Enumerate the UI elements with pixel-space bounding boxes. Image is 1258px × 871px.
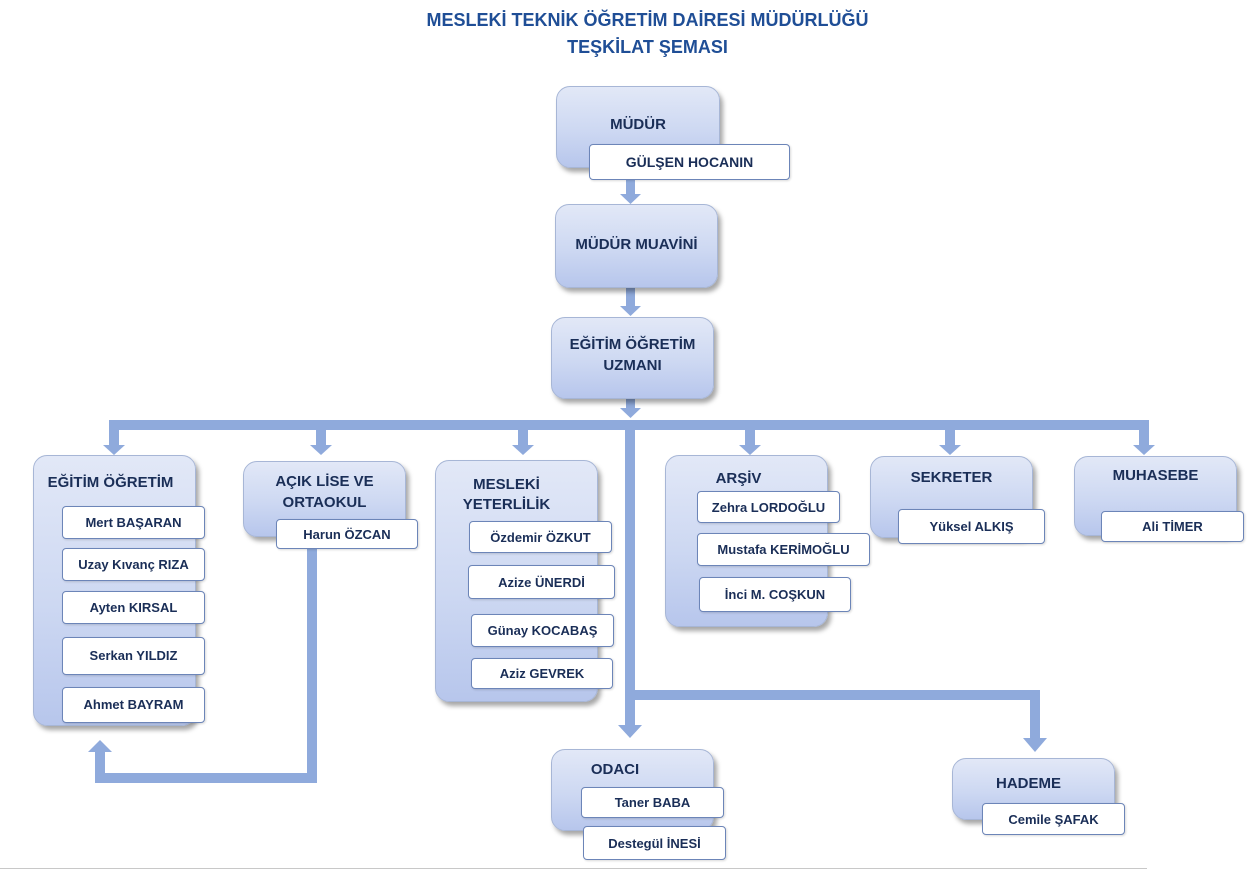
mesleki-member: Azize ÜNERDİ [468,565,615,599]
arrow-odaci [618,725,642,738]
connector-branch-hademe [625,690,1040,700]
chart-title-line1: MESLEKİ TEKNİK ÖĞRETİM DAİRESİ MÜDÜRLÜĞÜ [426,10,869,30]
egitim-label: EĞİTİM ÖĞRETİM [47,474,174,491]
egitim-member: Ayten KIRSAL [62,591,205,624]
odaci-label: ODACI [590,761,640,778]
egitim-member: Ahmet BAYRAM [62,687,205,723]
mesleki-label-line1: MESLEKİ [473,476,540,493]
connector-trunk-odaci [625,425,635,725]
odaci-member: Destegül İNESİ [583,826,726,860]
page-bottom-divider [0,868,1147,869]
aciklise-label-line2: ORTAOKUL [282,494,367,511]
chart-title-line2: TEŞKİLAT ŞEMASI [567,37,728,57]
uzman-label-line2: UZMANI [603,357,662,374]
arsiv-member: İnci M. COŞKUN [699,577,851,612]
muavin-label: MÜDÜR MUAVİNİ [575,236,698,253]
arsiv-member: Zehra LORDOĞLU [697,491,840,523]
arrow-muavin-uzman [620,306,641,316]
aciklise-label-line1: AÇIK LİSE VE [275,473,374,490]
egitim-member: Uzay Kıvanç RIZA [62,548,205,581]
arrow-egitim-loop [88,740,112,752]
egitim-member: Mert BAŞARAN [62,506,205,539]
uzman-label-line1: EĞİTİM ÖĞRETİM [569,336,696,353]
muhasebe-label: MUHASEBE [1112,467,1199,484]
arrow-uzman-bus [620,408,641,418]
arrow-mudur-muavin [620,194,641,204]
mudur-name: GÜLŞEN HOCANIN [589,144,790,180]
hademe-member: Cemile ŞAFAK [982,803,1125,835]
connector-uzman-bus [626,398,635,408]
egitim-member: Serkan YILDIZ [62,637,205,675]
odaci-member: Taner BABA [581,787,724,818]
connector-aciklise-loop [307,548,317,783]
muavin-box: MÜDÜR MUAVİNİ [555,204,718,288]
muhasebe-member: Ali TİMER [1101,511,1244,542]
mudur-label: MÜDÜR [610,116,666,133]
connector-mudur-muavin [626,180,635,194]
connector-muavin-uzman [626,288,635,306]
sekreter-label: SEKRETER [910,469,993,486]
egitim-box: EĞİTİM ÖĞRETİM [33,455,196,726]
mesleki-label-line2: YETERLİLİK [462,496,551,513]
mesleki-member: Özdemir ÖZKUT [469,521,612,553]
sekreter-member: Yüksel ALKIŞ [898,509,1045,544]
mesleki-member: Aziz GEVREK [471,658,613,689]
arrow-hademe [1023,738,1047,752]
mesleki-member: Günay KOCABAŞ [471,614,614,647]
hademe-label: HADEME [995,775,1061,792]
arsiv-member: Mustafa KERİMOĞLU [697,533,870,566]
uzman-box: EĞİTİM ÖĞRETİM UZMANI [551,317,714,399]
aciklise-member: Harun ÖZCAN [276,519,418,549]
arsiv-label: ARŞİV [715,470,762,487]
